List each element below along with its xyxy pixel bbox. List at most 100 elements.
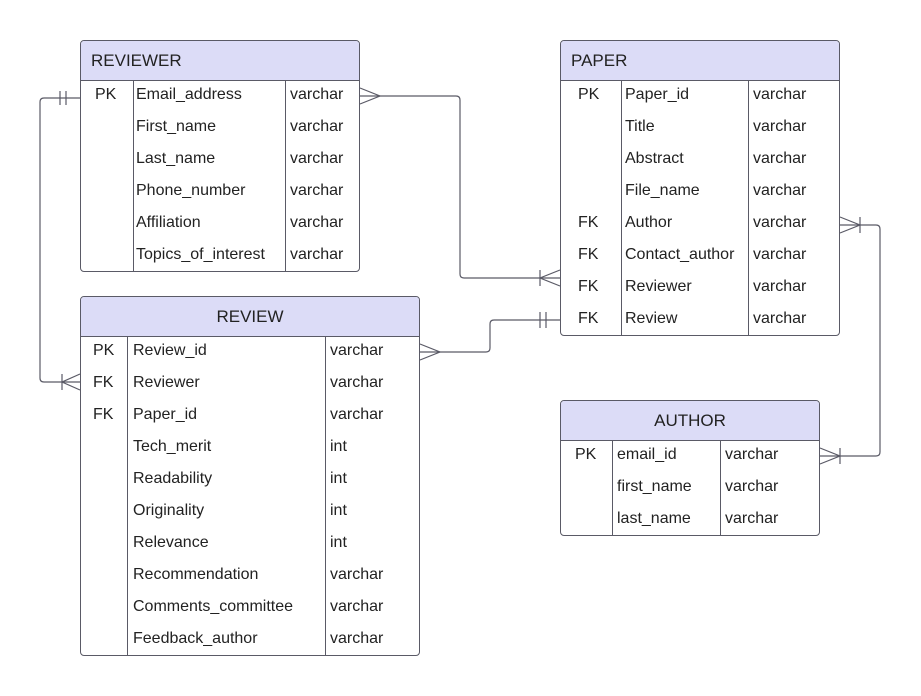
- field-type: varchar: [290, 150, 344, 167]
- field-name: Comments_committee: [133, 598, 294, 615]
- field-type: varchar: [290, 214, 344, 231]
- field-name: Abstract: [625, 150, 684, 167]
- field-type: varchar: [330, 374, 384, 391]
- column-divider: [748, 81, 749, 335]
- field-name: Review: [625, 310, 678, 327]
- field-type: varchar: [753, 182, 807, 199]
- field-row: Readability int: [81, 463, 419, 495]
- field-type: varchar: [725, 446, 779, 463]
- field-name: Phone_number: [136, 182, 246, 199]
- field-type: varchar: [753, 278, 807, 295]
- column-divider: [285, 81, 286, 271]
- field-name: Reviewer: [133, 374, 200, 391]
- field-type: varchar: [330, 630, 384, 647]
- field-name: Topics_of_interest: [136, 246, 265, 263]
- field-name: Review_id: [133, 342, 207, 359]
- field-name: Reviewer: [625, 278, 692, 295]
- entity-title: AUTHOR: [561, 401, 819, 441]
- field-type: int: [330, 470, 347, 487]
- column-divider: [612, 441, 613, 535]
- field-name: last_name: [617, 510, 691, 527]
- key-label: FK: [578, 278, 599, 295]
- entity-fields: PK email_id varchar first_name varchar l…: [561, 441, 819, 535]
- field-row: Tech_merit int: [81, 431, 419, 463]
- connector-reviewer-to-review: [39, 91, 81, 391]
- entity-title: PAPER: [561, 41, 839, 81]
- field-name: File_name: [625, 182, 700, 199]
- field-type: varchar: [753, 310, 807, 327]
- field-row: FK Review varchar: [561, 303, 839, 335]
- field-type: varchar: [290, 182, 344, 199]
- field-row: First_name varchar: [81, 111, 359, 143]
- field-type: varchar: [753, 150, 807, 167]
- field-row: Comments_committee varchar: [81, 591, 419, 623]
- column-divider: [133, 81, 134, 271]
- field-type: int: [330, 534, 347, 551]
- column-divider: [621, 81, 622, 335]
- field-row: Relevance int: [81, 527, 419, 559]
- field-name: Paper_id: [625, 86, 690, 103]
- field-row: File_name varchar: [561, 175, 839, 207]
- field-row: FK Contact_author varchar: [561, 239, 839, 271]
- field-type: varchar: [725, 510, 779, 527]
- key-label: FK: [93, 374, 114, 391]
- field-row: Abstract varchar: [561, 143, 839, 175]
- field-row: PK Email_address varchar: [81, 79, 359, 111]
- field-row: Title varchar: [561, 111, 839, 143]
- field-name: Title: [625, 118, 655, 135]
- field-type: varchar: [753, 86, 807, 103]
- key-label: PK: [575, 446, 597, 463]
- key-label: PK: [93, 342, 115, 359]
- field-type: varchar: [753, 246, 807, 263]
- entity-author[interactable]: AUTHOR PK email_id varchar first_name va…: [560, 400, 820, 536]
- key-label: FK: [578, 310, 599, 327]
- field-row: Topics_of_interest varchar: [81, 239, 359, 271]
- column-divider: [325, 337, 326, 655]
- field-name: Contact_author: [625, 246, 735, 263]
- field-row: FK Reviewer varchar: [81, 367, 419, 399]
- key-label: PK: [578, 86, 600, 103]
- field-type: varchar: [330, 342, 384, 359]
- entity-title: REVIEWER: [81, 41, 359, 81]
- entity-fields: PK Paper_id varchar Title varchar Abstra…: [561, 81, 839, 335]
- field-type: varchar: [330, 566, 384, 583]
- field-row: FK Paper_id varchar: [81, 399, 419, 431]
- key-label: FK: [93, 406, 114, 423]
- entity-fields: PK Review_id varchar FK Reviewer varchar…: [81, 337, 419, 655]
- field-name: first_name: [617, 478, 692, 495]
- field-row: FK Author varchar: [561, 207, 839, 239]
- field-name: email_id: [617, 446, 677, 463]
- field-name: Feedback_author: [133, 630, 258, 647]
- field-type: int: [330, 502, 347, 519]
- connector-review-to-paper: [419, 312, 560, 361]
- field-type: varchar: [290, 246, 344, 263]
- entity-reviewer[interactable]: REVIEWER PK Email_address varchar First_…: [80, 40, 360, 272]
- field-type: varchar: [290, 118, 344, 135]
- key-label: FK: [578, 246, 599, 263]
- field-name: Readability: [133, 470, 213, 487]
- field-name: Last_name: [136, 150, 216, 167]
- entity-fields: PK Email_address varchar First_name varc…: [81, 81, 359, 271]
- entity-paper[interactable]: PAPER PK Paper_id varchar Title varchar …: [560, 40, 840, 336]
- field-row: Recommendation varchar: [81, 559, 419, 591]
- field-type: varchar: [330, 406, 384, 423]
- field-row: PK email_id varchar: [561, 439, 819, 471]
- field-type: varchar: [725, 478, 779, 495]
- field-row: Affiliation varchar: [81, 207, 359, 239]
- field-type: varchar: [753, 214, 807, 231]
- field-name: Recommendation: [133, 566, 259, 583]
- field-row: FK Reviewer varchar: [561, 271, 839, 303]
- connector-reviewer-to-paper: [359, 87, 561, 287]
- field-name: Relevance: [133, 534, 209, 551]
- field-row: last_name varchar: [561, 503, 819, 535]
- field-type: int: [330, 438, 347, 455]
- entity-review[interactable]: REVIEW PK Review_id varchar FK Reviewer …: [80, 296, 420, 656]
- field-row: PK Paper_id varchar: [561, 79, 839, 111]
- column-divider: [720, 441, 721, 535]
- field-type: varchar: [753, 118, 807, 135]
- field-name: Originality: [133, 502, 205, 519]
- field-type: varchar: [330, 598, 384, 615]
- field-name: Tech_merit: [133, 438, 212, 455]
- field-name: Author: [625, 214, 673, 231]
- field-name: Affiliation: [136, 214, 201, 231]
